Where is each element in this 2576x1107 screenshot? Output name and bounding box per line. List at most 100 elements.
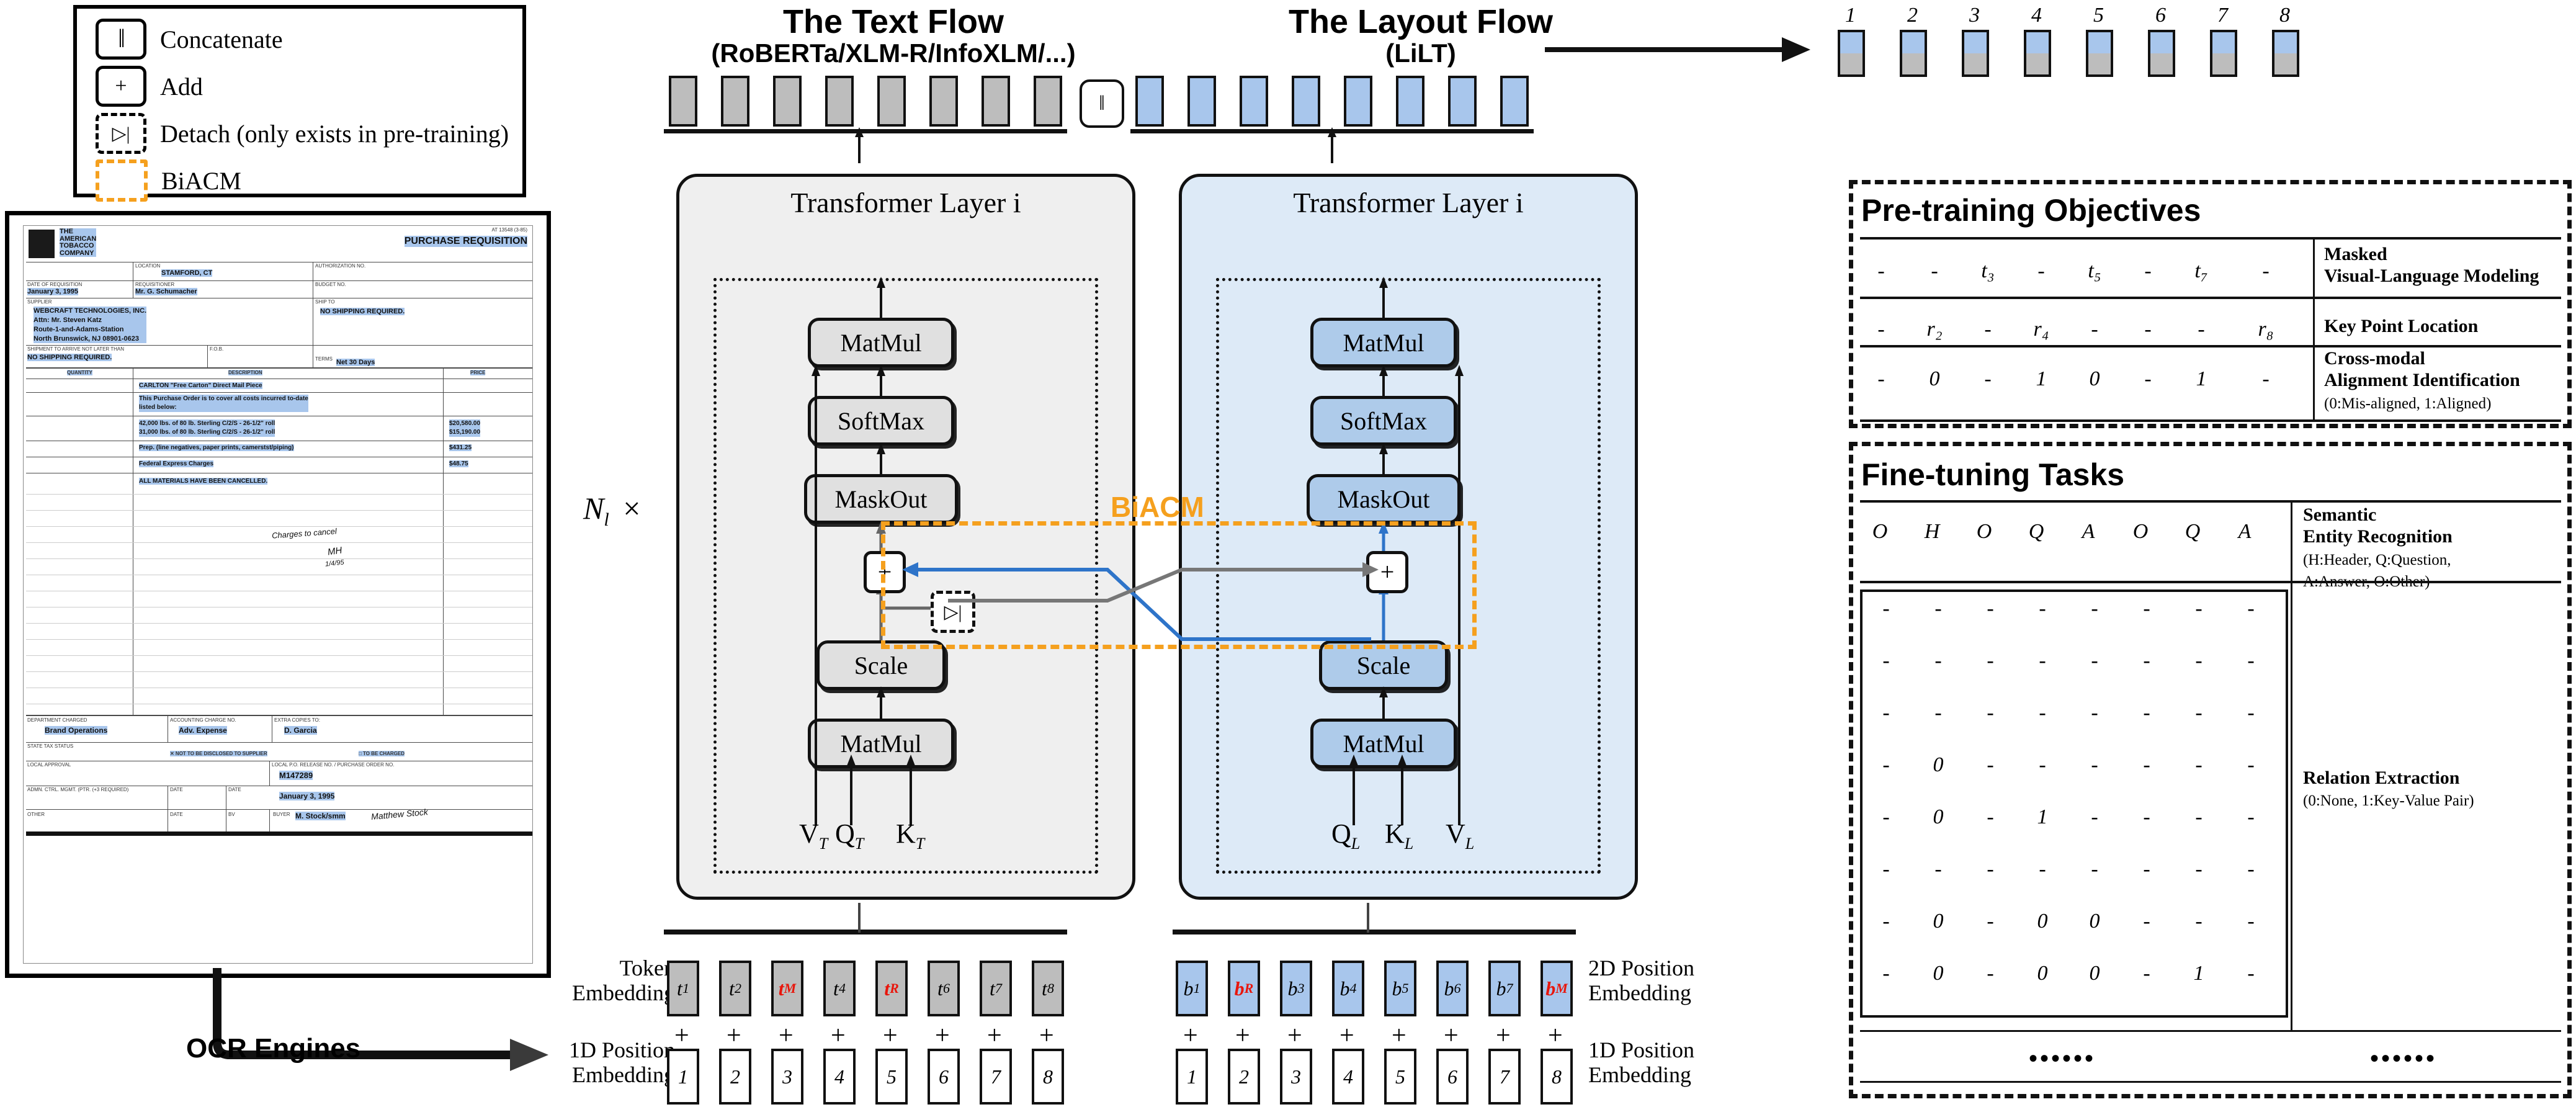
finetuning-title: Fine-tuning Tasks: [1861, 457, 2125, 492]
layout-add-node: +: [1366, 551, 1408, 593]
re-cell-r7-c8: -: [2247, 910, 2255, 933]
re-cell-r8-c6: -: [2143, 962, 2150, 985]
text-pos-1: 1: [667, 1049, 699, 1105]
layout-output-bar-6: [1396, 76, 1424, 127]
ser-note: (H:Header, Q:Question,A:Answer, O:Other): [2303, 551, 2451, 591]
text-input-K-sub: T: [915, 834, 925, 853]
doc-field-date: January 3, 1995: [27, 288, 78, 295]
re-cell-r2-c2: -: [1934, 649, 1942, 672]
doc-field-requisitioner: Mr. G. Schumacher: [135, 288, 197, 295]
kpl-cell-3: -: [1984, 318, 1992, 341]
output-number-3: 3: [1969, 4, 1980, 27]
doc-not-disclosed: ✕ NOT TO BE DISCLOSED TO SUPPLIER: [170, 751, 267, 756]
legend-row-add: + Add: [96, 65, 522, 108]
legend-box: ‖ Concatenate + Add ▷| Detach (only exis…: [73, 5, 526, 202]
doc-th-description: DESCRIPTION: [228, 370, 262, 375]
layout-pos-7: 7: [1488, 1049, 1521, 1105]
re-cell-r6-c2: -: [1934, 858, 1942, 881]
output-bar-8: [2272, 30, 2299, 77]
re-cell-r4-c3: -: [1987, 753, 1994, 776]
text-output-bar-7: [982, 76, 1010, 127]
re-cell-r6-c5: -: [2091, 858, 2098, 881]
re-cell-r7-c1: -: [1882, 910, 1890, 933]
doc-row-3-price: $431.25: [449, 444, 472, 451]
doc-label-po-release: LOCAL P.O. RELEASE NO. / PURCHASE ORDER …: [272, 762, 395, 768]
cai-cell-3: -: [1984, 367, 1992, 390]
doc-row-4-desc: Federal Express Charges: [139, 460, 214, 467]
text-input-V-sub: T: [818, 834, 828, 853]
text-flow-subtitle: (RoBERTa/XLM-R/InfoXLM/...): [711, 38, 1076, 68]
ser-cell-5: A: [2082, 520, 2095, 543]
re-cell-r5-c8: -: [2247, 805, 2255, 828]
re-cell-r4-c8: -: [2247, 753, 2255, 776]
re-cell-r6-c1: -: [1882, 858, 1890, 881]
pretraining-title: Pre-training Objectives: [1861, 193, 2201, 228]
text-input-K: KT: [896, 818, 925, 853]
pretraining-panel: [1849, 180, 2572, 428]
doc-label-account: ACCOUNTING CHARGE NO.: [170, 717, 236, 723]
re-cell-r5-c5: -: [2091, 805, 2098, 828]
legend-label-concatenate: Concatenate: [160, 25, 283, 53]
text-plus-6: +: [935, 1021, 950, 1050]
text-plus-8: +: [1039, 1021, 1054, 1050]
layout-plus-2: +: [1235, 1021, 1250, 1050]
re-cell-r8-c3: -: [1987, 962, 1994, 985]
doc-field-label-terms: TERMS: [315, 356, 333, 362]
doc-label-admn: ADMN. CTRL. MGMT. (PTR. (+3 REQUIRED): [27, 787, 129, 792]
text-output-bar-3: [773, 76, 802, 127]
output-bar-7: [2210, 30, 2237, 77]
re-cell-r8-c4: 0: [2037, 962, 2048, 985]
re-cell-r1-c6: -: [2143, 597, 2150, 620]
doc-label-buyer: BUYER: [273, 812, 290, 817]
output-number-1: 1: [1845, 4, 1856, 27]
re-cell-r4-c1: -: [1882, 753, 1890, 776]
doc-field-label-fob: F.O.B.: [210, 346, 224, 352]
text-input-V: VT: [799, 818, 828, 853]
relation-extraction-matrix: [1860, 589, 2288, 1018]
biacm-label: BiACM: [1111, 491, 1204, 523]
doc-row-4-price: $48.75: [449, 460, 468, 467]
doc-row-5-desc: ALL MATERIALS HAVE BEEN CANCELLED.: [139, 478, 268, 485]
text-transformer-panel: [676, 174, 1135, 900]
re-cell-r5-c1: -: [1882, 805, 1890, 828]
doc-signature-mark: MH: [326, 545, 343, 558]
layout-flow-up-arrow: [1328, 127, 1336, 163]
re-cell-r1-c4: -: [2039, 597, 2046, 620]
layout-output-bar-7: [1448, 76, 1477, 127]
text-pos-7: 7: [980, 1049, 1012, 1105]
output-number-4: 4: [2031, 4, 2042, 27]
re-cell-r2-c5: -: [2091, 649, 2098, 672]
doc-field-arrive: NO SHIPPING REQUIRED.: [27, 354, 112, 361]
text-input-Q: QT: [835, 818, 864, 853]
ser-cell-7: Q: [2185, 520, 2201, 543]
text-plus-5: +: [883, 1021, 898, 1050]
text-output-bar-4: [825, 76, 854, 127]
layout-flow-title: The Layout Flow: [1289, 3, 1553, 40]
text-input-Q-sub: T: [854, 834, 864, 853]
doc-row-1-desc: This Purchase Order is to cover all cost…: [139, 395, 308, 412]
layout-pos-2: 2: [1228, 1049, 1260, 1105]
layer-repeat-label: Nl ×: [583, 490, 640, 531]
doc-extra: D. Garcia: [284, 726, 317, 735]
text-output-bar-2: [721, 76, 749, 127]
doc-to-be-charged: □ TO BE CHARGED: [359, 751, 405, 756]
re-cell-r8-c2: 0: [1933, 962, 1944, 985]
finetuning-panel: [1849, 442, 2572, 1098]
doc-th-price: PRICE: [470, 370, 486, 375]
cai-cell-2: 0: [1929, 367, 1940, 390]
re-cell-r2-c8: -: [2247, 649, 2255, 672]
re-cell-r8-c7: 1: [2193, 962, 2204, 985]
text-flow-title: The Text Flow: [782, 3, 1004, 40]
re-cell-r8-c5: 0: [2089, 962, 2100, 985]
layout-plus-4: +: [1339, 1021, 1354, 1050]
doc-row-2-desc: 42,000 lbs. of 80 lb. Sterling C/2/S - 2…: [139, 419, 275, 437]
